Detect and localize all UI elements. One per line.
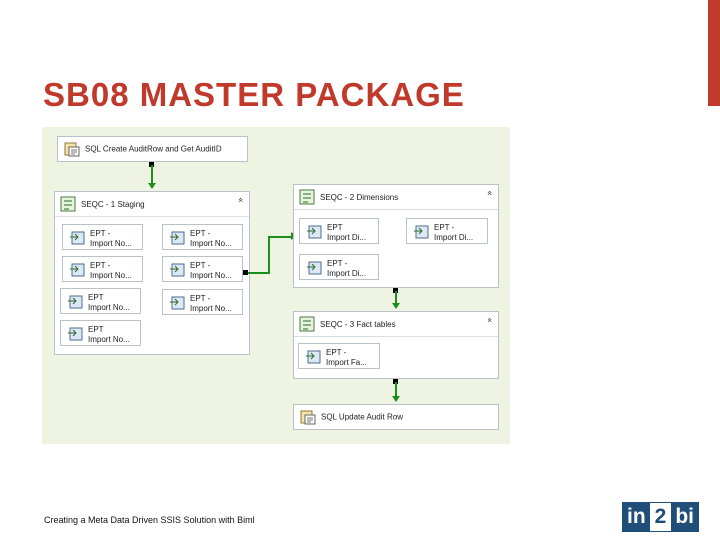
sequence-container-icon bbox=[60, 196, 76, 212]
sql-create-audit-task[interactable]: SQL Create AuditRow and Get AuditID bbox=[57, 136, 248, 162]
precedence-arrow bbox=[392, 303, 400, 309]
ept-task-line2: Import No... bbox=[190, 304, 232, 313]
collapse-icon[interactable]: « bbox=[484, 190, 495, 196]
seq-facts-header: SEQC - 3 Fact tables « bbox=[294, 312, 498, 337]
ept-task-line2: Import No... bbox=[190, 239, 232, 248]
connector-anchor bbox=[149, 162, 154, 167]
seq-dimensions-title: SEQC - 2 Dimensions bbox=[320, 193, 399, 202]
ept-task-line1: EPT - bbox=[190, 294, 211, 303]
sql-task-icon bbox=[64, 142, 80, 157]
execute-package-task-icon bbox=[68, 327, 83, 341]
sequence-container-icon bbox=[299, 316, 315, 332]
precedence-constraint bbox=[151, 165, 153, 183]
ept-task[interactable]: EPT -Import No... bbox=[62, 224, 143, 250]
seq-staging-header: SEQC - 1 Staging « bbox=[55, 192, 249, 217]
ept-task-line2: Import No... bbox=[88, 303, 130, 312]
sql-update-audit-task[interactable]: SQL Update Audit Row bbox=[293, 404, 499, 430]
collapse-icon[interactable]: « bbox=[484, 317, 495, 323]
ept-task[interactable]: EPT -Import Di... bbox=[299, 254, 379, 280]
ept-task-line1: EPT - bbox=[190, 261, 211, 270]
ept-task-line1: EPT - bbox=[190, 229, 211, 238]
collapse-icon[interactable]: « bbox=[235, 197, 246, 203]
precedence-constraint bbox=[395, 291, 397, 303]
seq-dimensions-header: SEQC - 2 Dimensions « bbox=[294, 185, 498, 210]
ept-task[interactable]: EPT -Import No... bbox=[162, 256, 243, 282]
sql-task-icon bbox=[300, 410, 316, 425]
ept-task-line2: Import No... bbox=[90, 271, 132, 280]
ept-task-line2: Import No... bbox=[190, 271, 232, 280]
ept-task[interactable]: EPT -Import No... bbox=[162, 224, 243, 250]
execute-package-task-icon bbox=[70, 263, 85, 277]
execute-package-task-icon bbox=[68, 295, 83, 309]
execute-package-task-icon bbox=[414, 225, 429, 239]
execute-package-task-icon bbox=[170, 231, 185, 245]
ept-task-line1: EPT - bbox=[326, 348, 347, 357]
sql-create-audit-label: SQL Create AuditRow and Get AuditID bbox=[85, 144, 222, 154]
in2bi-logo: in 2 bi bbox=[622, 502, 700, 532]
ept-task-line1: EPT bbox=[88, 325, 104, 334]
ept-task-line1: EPT bbox=[327, 223, 343, 232]
ssis-control-flow-canvas: SQL Create AuditRow and Get AuditID SEQC… bbox=[42, 127, 510, 444]
seq-facts-title: SEQC - 3 Fact tables bbox=[320, 320, 396, 329]
ept-task-line1: EPT - bbox=[90, 261, 111, 270]
ept-task-line1: EPT - bbox=[434, 223, 455, 232]
sequence-container-icon bbox=[299, 189, 315, 205]
logo-part-in: in bbox=[623, 503, 650, 531]
seq-staging-title: SEQC - 1 Staging bbox=[81, 200, 145, 209]
accent-bar bbox=[708, 0, 720, 106]
execute-package-task-icon bbox=[306, 350, 321, 364]
precedence-arrow bbox=[148, 183, 156, 189]
execute-package-task-icon bbox=[170, 263, 185, 277]
ept-task-line1: EPT - bbox=[90, 229, 111, 238]
ept-task-line2: Import Di... bbox=[434, 233, 474, 242]
connector-anchor bbox=[393, 379, 398, 384]
execute-package-task-icon bbox=[70, 231, 85, 245]
logo-part-bi: bi bbox=[671, 503, 699, 531]
ept-task-line2: Import No... bbox=[88, 335, 130, 344]
precedence-arrow bbox=[392, 396, 400, 402]
ept-task[interactable]: EPT -Import Di... bbox=[406, 218, 488, 244]
precedence-constraint bbox=[268, 236, 292, 238]
ept-task-line2: Import No... bbox=[90, 239, 132, 248]
ept-task-line2: Import Fa... bbox=[326, 358, 367, 367]
execute-package-task-icon bbox=[307, 225, 322, 239]
execute-package-task-icon bbox=[307, 261, 322, 275]
sql-update-audit-label: SQL Update Audit Row bbox=[321, 412, 403, 422]
precedence-constraint bbox=[395, 382, 397, 396]
slide-footer: Creating a Meta Data Driven SSIS Solutio… bbox=[44, 515, 255, 525]
ept-task-line1: EPT - bbox=[327, 259, 348, 268]
ept-task[interactable]: EPT -Import No... bbox=[62, 256, 143, 282]
ept-task-line2: Import Di... bbox=[327, 269, 367, 278]
ept-task-line1: EPT bbox=[88, 293, 104, 302]
precedence-constraint bbox=[268, 236, 270, 274]
connector-anchor bbox=[393, 288, 398, 293]
ept-task[interactable]: EPT -Import Fa... bbox=[298, 343, 380, 369]
connector-anchor bbox=[243, 270, 248, 275]
ept-task[interactable]: EPT -Import No... bbox=[162, 289, 243, 315]
logo-part-2: 2 bbox=[649, 503, 672, 531]
execute-package-task-icon bbox=[170, 296, 185, 310]
ept-task-line2: Import Di... bbox=[327, 233, 367, 242]
precedence-constraint bbox=[248, 272, 270, 274]
slide-title: SB08 MASTER PACKAGE bbox=[43, 76, 465, 113]
